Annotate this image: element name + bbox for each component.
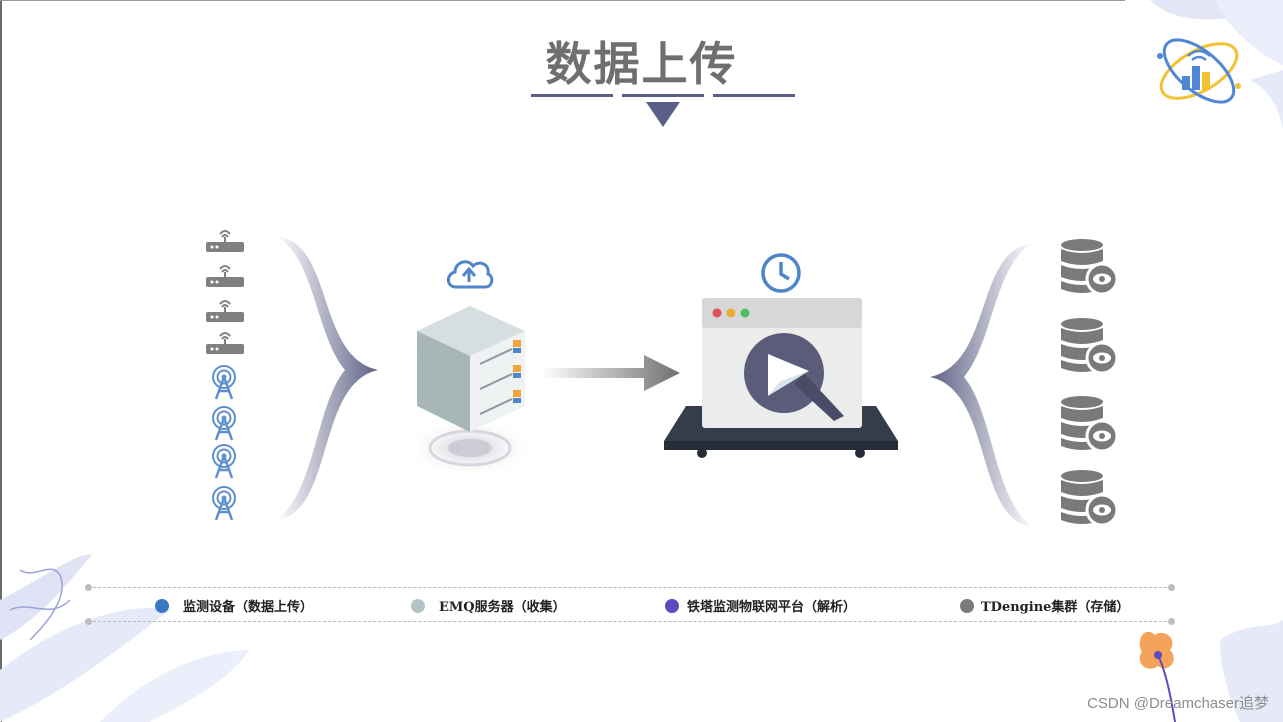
legend-divider-end-dot	[85, 584, 92, 591]
atom-logo	[1157, 38, 1241, 104]
router-icon	[206, 332, 244, 354]
server-icon	[405, 306, 535, 478]
legend-label: EMQ服务器（收集）	[439, 600, 566, 615]
legend-top-divider	[88, 587, 1172, 588]
left-brace-shape	[275, 236, 378, 520]
browser-window-icon	[664, 298, 898, 458]
legend-dot	[665, 598, 679, 613]
cloud-upload-icon	[446, 260, 494, 289]
legend-divider-end-dot	[1168, 618, 1175, 625]
title-underline-center	[622, 94, 704, 97]
leaf-decoration-bottom-right	[1139, 620, 1283, 722]
legend-divider-end-dot	[85, 618, 92, 625]
leaf-decoration-bottom-left	[0, 554, 250, 722]
leaf-decoration-top-right	[1150, 0, 1283, 130]
watermark: CSDN @Dreamchaser追梦	[1087, 695, 1269, 712]
legend-bottom-divider	[88, 621, 1172, 622]
signal-tower-icon	[212, 365, 236, 400]
legend-dot	[155, 598, 169, 613]
title-underline-left	[531, 94, 613, 97]
frame-left-border	[0, 0, 2, 722]
title-underline-right	[713, 94, 795, 97]
legend-label: 铁塔监测物联网平台（解析）	[687, 600, 857, 615]
router-icon	[206, 265, 244, 287]
title-down-arrow-icon	[646, 102, 680, 127]
signal-tower-icon	[212, 406, 236, 441]
legend-divider-end-dot	[1168, 584, 1175, 591]
database-view-icon	[1061, 239, 1118, 295]
database-view-icon	[1061, 470, 1118, 526]
signal-tower-icon	[212, 486, 236, 521]
page-title: 数据上传	[545, 37, 738, 91]
legend-item-emq-server: EMQ服务器（收集）	[411, 596, 566, 615]
legend-item-monitoring-devices: 监测设备（数据上传）	[155, 596, 313, 615]
flow-arrow-icon	[542, 355, 680, 391]
clock-icon	[761, 253, 801, 293]
frame-top-border	[0, 0, 1125, 1]
database-view-icon	[1061, 396, 1118, 452]
legend-dot	[960, 598, 974, 613]
legend-item-tdengine-cluster: TDengine集群（存储）	[960, 596, 1129, 615]
database-view-icon	[1061, 318, 1118, 374]
router-icon	[206, 300, 244, 322]
signal-tower-icon	[212, 444, 236, 479]
legend-label: TDengine集群（存储）	[981, 600, 1130, 615]
legend-item-iot-platform: 铁塔监测物联网平台（解析）	[665, 596, 856, 615]
right-brace-shape	[930, 243, 1034, 527]
legend-dot	[411, 598, 425, 613]
legend-label: 监测设备（数据上传）	[183, 600, 314, 615]
router-icon	[206, 230, 244, 252]
